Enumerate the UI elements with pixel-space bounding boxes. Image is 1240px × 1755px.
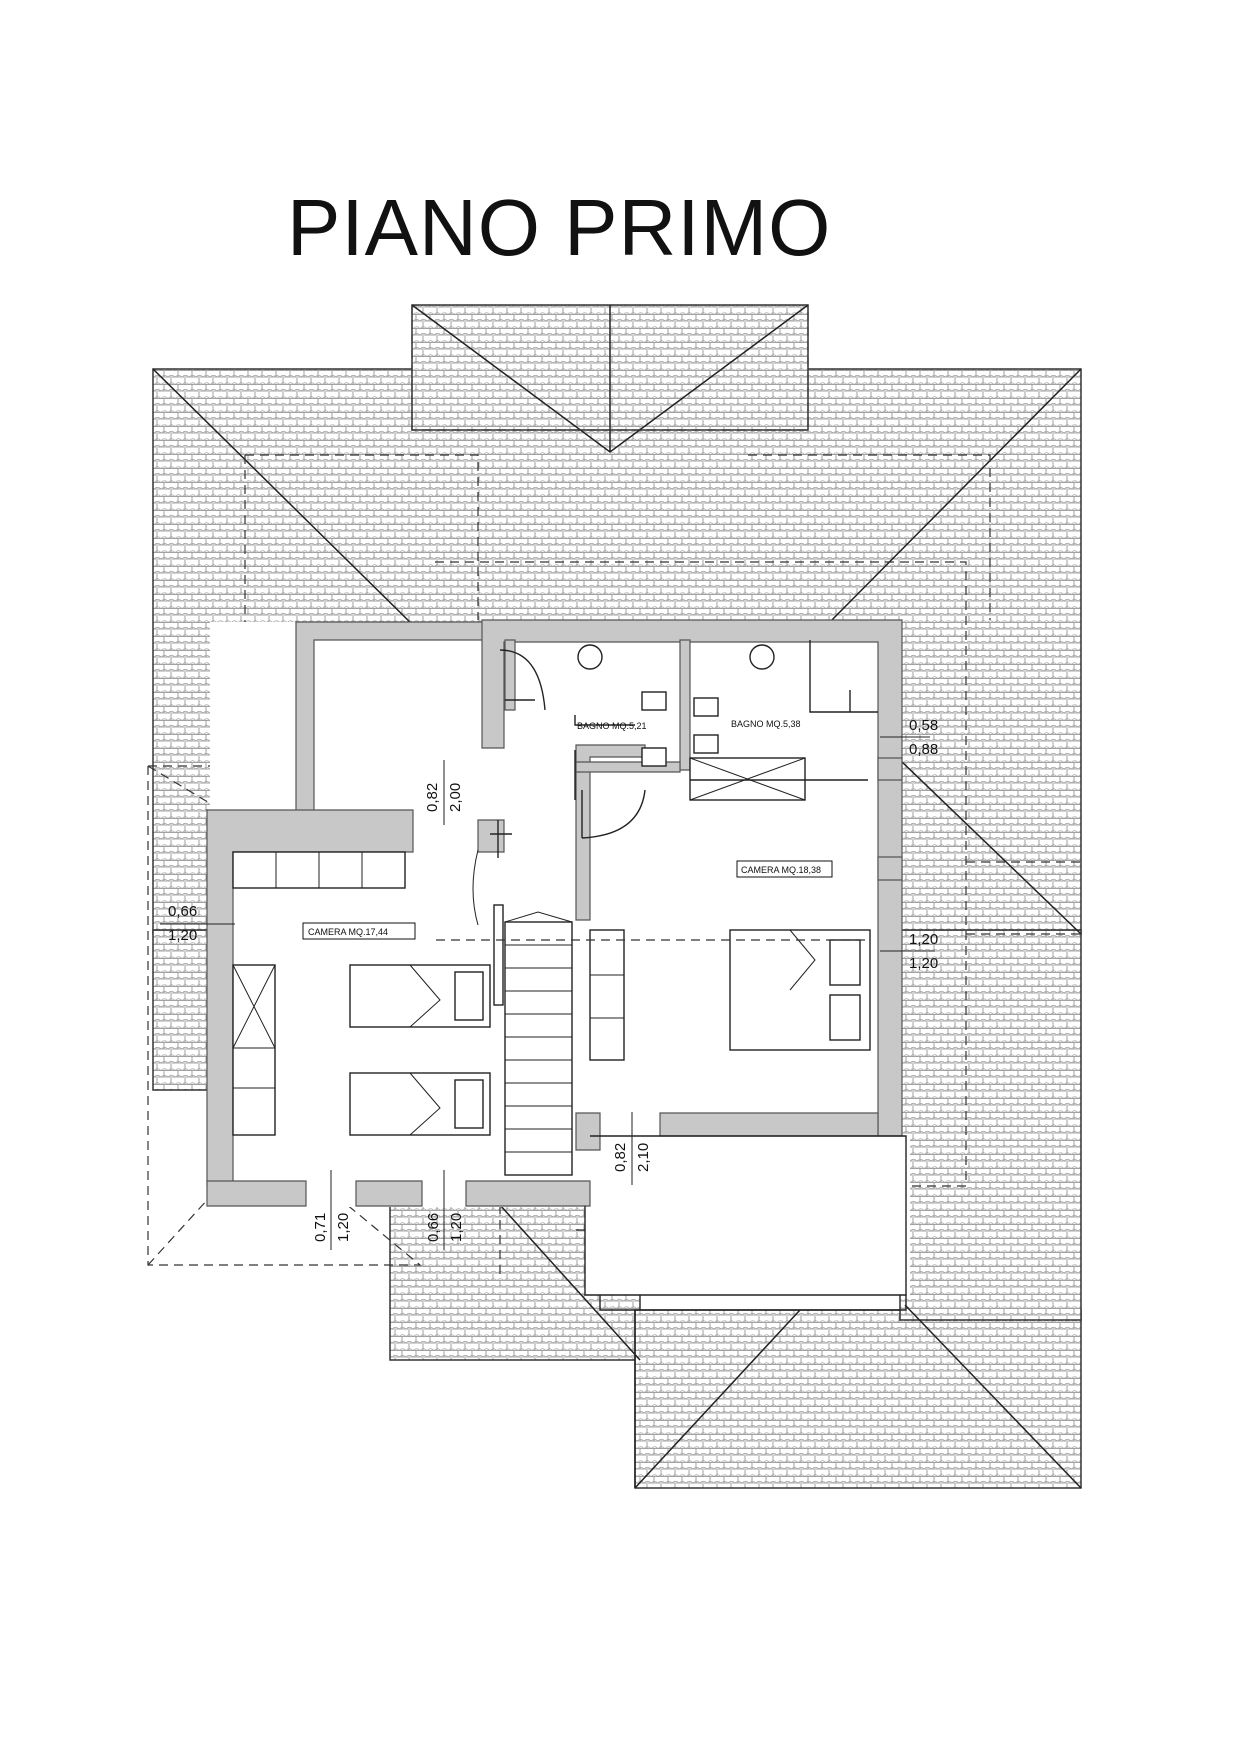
room-labels: BAGNO MQ.5,21 BAGNO MQ.5,38 CAMERA MQ.18… [302, 719, 833, 940]
room-label-frame-camera-2 [302, 922, 416, 940]
fixtures [232, 640, 878, 1176]
dim-right-top-b: 0,88 [909, 741, 938, 758]
dim-bottom1-a: 0,71 [312, 1213, 329, 1242]
dim-center-bottom-a: 0,82 [612, 1143, 629, 1172]
room-label-camera-2: CAMERA MQ.17,44 [308, 927, 388, 937]
dim-left-b: 1,20 [168, 927, 197, 944]
room-label-camera-1: CAMERA MQ.18,38 [741, 865, 821, 875]
room-label-bagno-2: BAGNO MQ.5,38 [731, 719, 801, 729]
dim-bottom1-b: 1,20 [335, 1213, 352, 1242]
dim-right-mid-b: 1,20 [909, 955, 938, 972]
dim-left-a: 0,66 [168, 903, 197, 920]
room-label-frame-camera-1 [736, 860, 833, 878]
dim-center-top-b: 2,00 [447, 783, 464, 812]
dim-center-bottom-b: 2,10 [635, 1143, 652, 1172]
room-label-bagno-1: BAGNO MQ.5,21 [577, 721, 647, 731]
dimensions: 0,58 0,88 1,20 1,20 0,66 1,20 0,82 2,00 … [160, 717, 938, 1250]
dim-bottom2-a: 0,66 [425, 1213, 442, 1242]
dim-right-top-a: 0,58 [909, 717, 938, 734]
page-title: PIANO PRIMO [287, 183, 832, 272]
dim-center-top-a: 0,82 [424, 783, 441, 812]
dim-right-mid-a: 1,20 [909, 931, 938, 948]
dim-bottom2-b: 1,20 [448, 1213, 465, 1242]
